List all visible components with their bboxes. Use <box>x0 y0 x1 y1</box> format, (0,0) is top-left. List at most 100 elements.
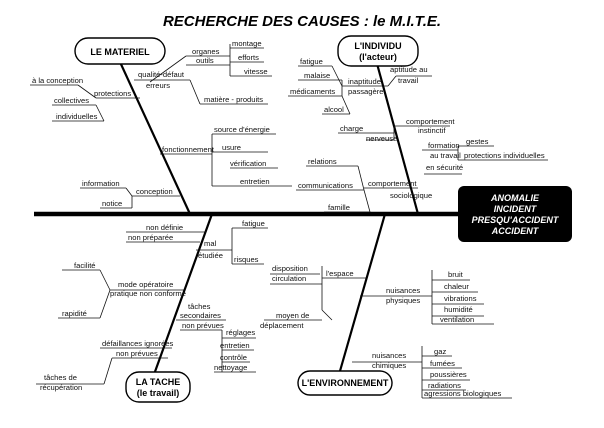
label-reglages: réglages <box>226 328 255 337</box>
label-au-travail: au travail <box>430 151 461 160</box>
label-humidite: humidité <box>444 305 473 314</box>
category-individu-sub: (l'acteur) <box>359 52 397 62</box>
label-usure: usure <box>222 143 241 152</box>
label-travail: travail <box>398 76 419 85</box>
label-non-preparee: non préparée <box>128 233 173 242</box>
label-pratique-non-conforme: pratique non conforme <box>110 289 186 298</box>
category-individu: L'INDIVIDU <box>354 41 401 51</box>
label-protections: protections <box>94 89 131 98</box>
category-materiel: LE MATERIEL <box>90 47 150 57</box>
line-qualite-diag <box>189 79 201 105</box>
label-disposition: disposition <box>272 264 308 273</box>
label-erreurs: erreurs <box>146 81 170 90</box>
line-to-organes <box>149 55 187 83</box>
label-nettoyage: nettoyage <box>214 363 247 372</box>
label-nerveuse: nerveuse <box>366 134 397 143</box>
page-title: RECHERCHE DES CAUSES : le M.I.T.E. <box>163 13 441 30</box>
bone-materiel <box>119 61 191 215</box>
effect-line-3: PRESQU'ACCIDENT <box>472 215 560 225</box>
label-gestes: gestes <box>466 137 489 146</box>
label-verification: vérification <box>230 159 266 168</box>
label-aptitude-au: aptitude au <box>390 65 428 74</box>
label-passagere: passagère <box>348 87 383 96</box>
label-circulation: circulation <box>272 274 306 283</box>
label-etudiee: étudiée <box>198 251 223 260</box>
label-source-energie: source d'énergie <box>214 125 270 134</box>
label-fatigue-ind: fatigue <box>300 57 323 66</box>
category-tache: LA TACHE <box>136 377 181 387</box>
label-conception: conception <box>136 187 173 196</box>
label-information: information <box>82 179 120 188</box>
effect-line-2: INCIDENT <box>494 204 538 214</box>
label-physiques: physiques <box>386 296 420 305</box>
label-qualite-defaut: qualité-défaut <box>138 70 185 79</box>
label-entretien: entretien <box>240 177 270 186</box>
label-montage: montage <box>232 39 262 48</box>
label-secondaires: secondaires <box>180 311 221 320</box>
label-taches: tâches <box>188 302 211 311</box>
line-facilite-diag <box>99 269 111 291</box>
line-fatigue-diag <box>331 65 343 87</box>
line-collectives-diag <box>95 104 105 122</box>
label-vibrations: vibrations <box>444 294 477 303</box>
label-radiations: radiations <box>428 381 461 390</box>
label-famille: famille <box>328 203 350 212</box>
line-alcool-diag <box>341 95 351 115</box>
category-box-individu <box>337 35 419 67</box>
label-fumees: fumées <box>430 359 455 368</box>
label-controle: contrôle <box>220 353 247 362</box>
label-defaillances-ignorees: défaillances ignorées <box>102 339 174 348</box>
label-mode-operatoire: mode opératoire <box>118 280 173 289</box>
line-rapidite-diag <box>99 289 111 319</box>
label-non-definie: non définie <box>146 223 183 232</box>
label-chimiques: chimiques <box>372 361 406 370</box>
label-poussieres: poussières <box>430 370 467 379</box>
label-risques: risques <box>234 255 259 264</box>
label-collectives: collectives <box>54 96 89 105</box>
effect-line-1: ANOMALIE <box>490 193 540 203</box>
label-sociologique: sociologique <box>390 191 432 200</box>
label-agressions-biologiques: agressions biologiques <box>424 389 501 398</box>
label-l-espace: l'espace <box>326 269 354 278</box>
label-charge: charge <box>340 124 363 133</box>
line-information-diag <box>125 187 133 197</box>
label-inaptitude: inaptitude <box>348 77 381 86</box>
line-deplacement-diag <box>321 309 333 321</box>
label-protections-individuelles: protections individuelles <box>464 151 545 160</box>
label-chaleur: chaleur <box>444 282 469 291</box>
label-outils: outils <box>196 56 214 65</box>
label-nuisances-phys: nuisances <box>386 286 420 295</box>
label-fonctionnement: fonctionnement <box>162 145 215 154</box>
label-taches-de: tâches de <box>44 373 77 382</box>
category-box-tache <box>125 371 191 403</box>
label-medicaments: médicaments <box>290 87 335 96</box>
label-deplacement: déplacement <box>260 321 304 330</box>
label-efforts: efforts <box>238 53 259 62</box>
label-notice: notice <box>102 199 122 208</box>
label-entretien-tache: entretien <box>220 341 250 350</box>
label-nuisances-chim: nuisances <box>372 351 406 360</box>
label-malaise: malaise <box>304 71 330 80</box>
category-box-environnement <box>297 370 393 396</box>
label-communications: communications <box>298 181 353 190</box>
label-moyen-de: moyen de <box>276 311 309 320</box>
line-aptitude-diag <box>387 75 397 87</box>
label-en-securite: en sécurité <box>426 163 463 172</box>
line-famille-diag <box>363 189 371 213</box>
category-environnement: L'ENVIRONNEMENT <box>302 378 389 388</box>
label-mal: mal <box>204 239 217 248</box>
label-relations: relations <box>308 157 337 166</box>
label-instinctif: instinctif <box>418 126 446 135</box>
label-vitesse: vitesse <box>244 67 268 76</box>
line-conception-diag <box>77 84 97 99</box>
label-formation: formation <box>428 141 460 150</box>
line-recuperation-diag <box>103 357 113 385</box>
label-non-prevues-1: non prévues <box>182 321 224 330</box>
effect-line-4: ACCIDENT <box>491 226 540 236</box>
label-recuperation: récupération <box>40 383 82 392</box>
effect-box <box>458 186 572 242</box>
label-individuelles: individuelles <box>56 112 98 121</box>
label-bruit: bruit <box>448 270 464 279</box>
label-rapidite: rapidité <box>62 309 87 318</box>
